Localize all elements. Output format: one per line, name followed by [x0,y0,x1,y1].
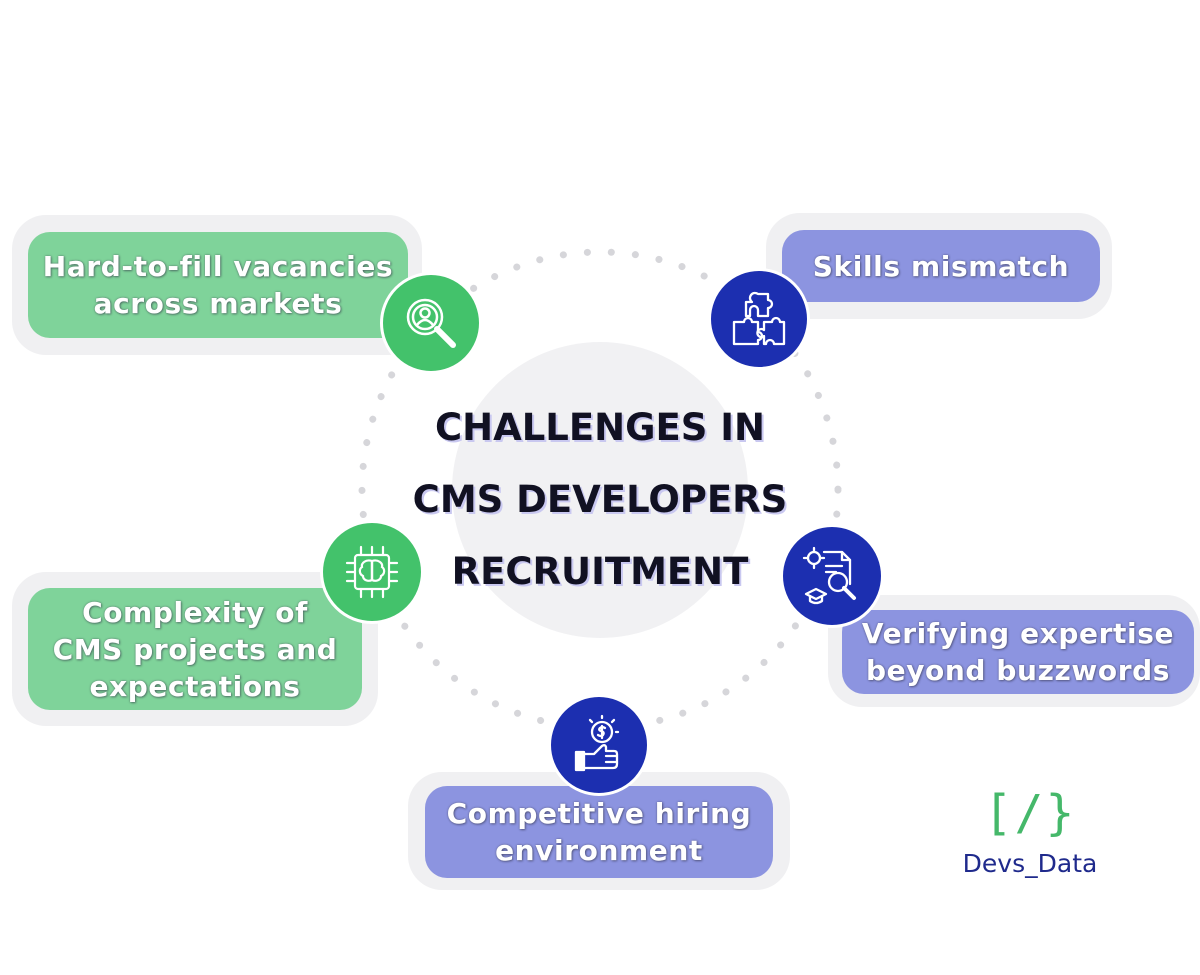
title-text: CHALLENGES IN CMS DEVELOPERS RECRUITMENT [412,406,788,593]
puzzle-icon [708,268,810,370]
challenge-card-skills: Skills mismatch [782,230,1100,302]
logo-text: Devs_Data [962,849,1098,878]
document-magnifier-icon [780,524,884,628]
challenge-card-complexity: Complexity of CMS projects and expectati… [28,588,362,710]
hand-coin-icon [548,694,650,796]
diagram-title: CHALLENGES IN CMS DEVELOPERS RECRUITMENT [400,392,800,608]
brain-chip-icon [320,520,424,624]
challenge-label: Competitive hiring environment [446,797,752,867]
challenge-label: Skills mismatch [812,249,1070,283]
challenge-label: Complexity of CMS projects and expectati… [52,595,338,703]
challenge-label: Verifying expertise beyond buzzwords [861,617,1175,687]
center-disc [452,342,748,638]
challenge-card-competitive: Competitive hiring environment [425,786,773,878]
brand-logo: [/} Devs_Data [955,785,1105,878]
challenge-card-vacancies: Hard-to-fill vacancies across markets [28,232,408,338]
search-person-icon [380,272,482,374]
logo-mark: [/} [983,785,1077,841]
challenge-card-expertise: Verifying expertise beyond buzzwords [842,610,1194,694]
challenge-label: Hard-to-fill vacancies across markets [42,250,394,320]
dotted-ring [358,248,842,732]
